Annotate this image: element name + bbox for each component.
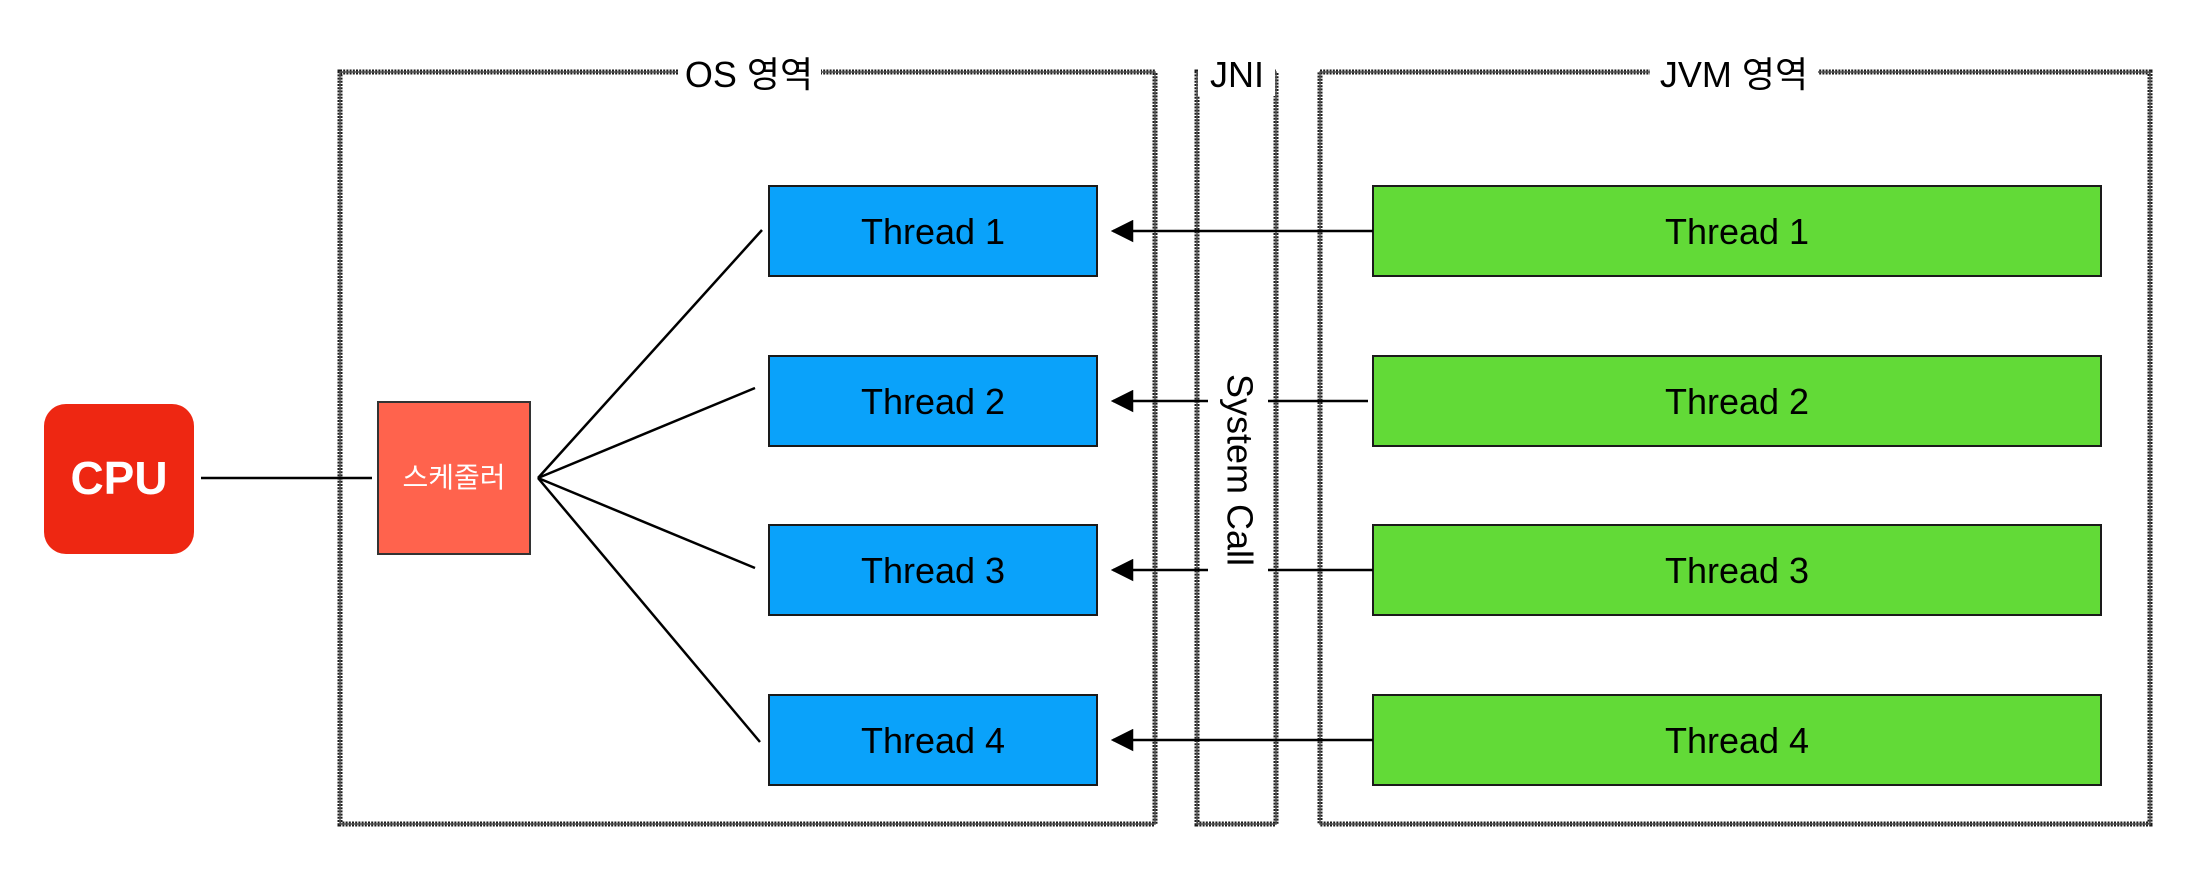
- scheduler-box: 스케줄러: [377, 401, 531, 555]
- cpu-label: CPU: [70, 452, 167, 504]
- jvm-thread-1-label: Thread 1: [1665, 211, 1809, 252]
- os-region-label: OS 영역: [685, 54, 813, 95]
- jni-region-label: JNI: [1210, 54, 1264, 95]
- scheduler-link-4: [537, 477, 761, 743]
- jvm-thread-3-label: Thread 3: [1665, 550, 1809, 591]
- scheduler-link-1: [537, 229, 763, 479]
- mapping-arrows: [1110, 219, 1373, 752]
- os-thread-1-label: Thread 1: [861, 211, 1005, 252]
- os-thread-2-label: Thread 2: [861, 381, 1005, 422]
- os-thread-2: Thread 2: [768, 355, 1098, 447]
- scheduler-links: [537, 229, 763, 743]
- jvm-thread-2-label: Thread 2: [1665, 381, 1809, 422]
- os-thread-4-label: Thread 4: [861, 720, 1005, 761]
- scheduler-link-2: [537, 386, 756, 480]
- jvm-thread-3: Thread 3: [1372, 524, 2102, 616]
- jvm-region-label: JVM 영역: [1660, 54, 1808, 95]
- system-call-label: System Call: [1219, 374, 1260, 566]
- jvm-thread-4-label: Thread 4: [1665, 720, 1809, 761]
- scheduler-label: 스케줄러: [402, 462, 505, 493]
- os-thread-3: Thread 3: [768, 524, 1098, 616]
- jvm-thread-4: Thread 4: [1372, 694, 2102, 786]
- os-thread-1: Thread 1: [768, 185, 1098, 277]
- jvm-thread-2: Thread 2: [1372, 355, 2102, 447]
- cpu-box: CPU: [44, 404, 194, 554]
- os-thread-3-label: Thread 3: [861, 550, 1005, 591]
- scheduler-link-3: [537, 476, 756, 570]
- os-thread-4: Thread 4: [768, 694, 1098, 786]
- jvm-thread-1: Thread 1: [1372, 185, 2102, 277]
